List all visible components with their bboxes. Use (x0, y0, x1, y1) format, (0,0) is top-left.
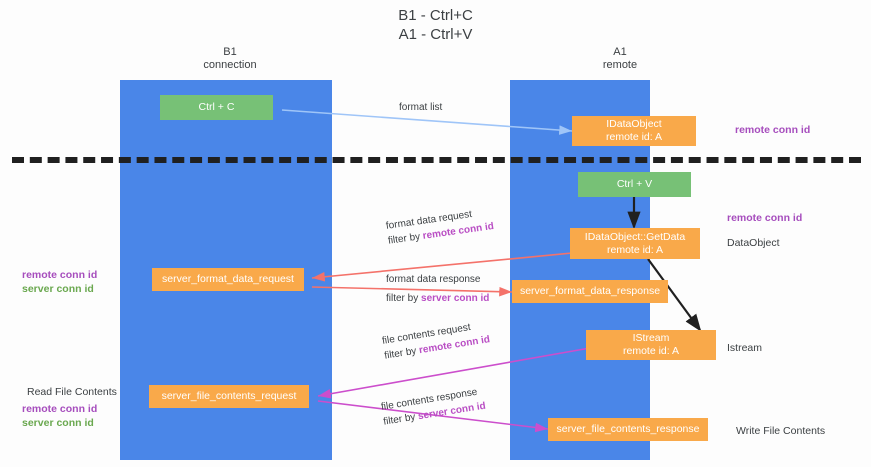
label-file-contents-response: file contents response filter by server … (380, 384, 487, 430)
label-format-list-text: format list (399, 102, 443, 113)
box-istream-line1: IStream (632, 332, 670, 344)
annotation-right-write-file-contents: Write File Contents (736, 424, 825, 438)
box-istream-line2: remote id: A (622, 345, 680, 357)
annotation-text: remote conn id (727, 212, 803, 224)
box-idataobject-line2: remote id: A (605, 131, 663, 143)
box-ctrl-v-label: Ctrl + V (616, 178, 653, 190)
box-server-format-data-request-label: server_format_data_request (162, 273, 294, 285)
filter-prefix: filter by (383, 345, 420, 362)
box-server-file-contents-response[interactable]: server_file_contents_response (548, 418, 708, 441)
annotation-remote-conn-id: remote conn id (22, 269, 98, 281)
filter-prefix: filter by (387, 230, 424, 247)
annotation-right-dataobject: DataObject (727, 236, 780, 250)
box-idataobject[interactable]: IDataObject remote id: A (572, 116, 696, 146)
phase-divider (12, 157, 861, 163)
box-ctrl-c-label: Ctrl + C (198, 101, 235, 113)
box-server-file-contents-request[interactable]: server_file_contents_request (149, 385, 309, 408)
title-line-2: A1 - Ctrl+V (398, 26, 473, 43)
box-istream[interactable]: IStream remote id: A (586, 330, 716, 360)
box-server-file-contents-response-label: server_file_contents_response (556, 423, 700, 435)
filter-key-server-conn-id: server conn id (421, 293, 490, 304)
box-getdata-line2: remote id: A (606, 243, 664, 256)
box-server-format-data-request[interactable]: server_format_data_request (152, 268, 304, 291)
annotation-text: DataObject (727, 237, 780, 249)
annotation-server-conn-id: server conn id (22, 417, 94, 429)
annotation-right-remote-conn-id-top: remote conn id (735, 123, 810, 137)
label-format-data-response-filter: filter by server conn id (386, 291, 489, 306)
annotation-left-read-file-contents: Read File Contents (27, 385, 117, 399)
box-server-format-data-response[interactable]: server_format_data_response (512, 280, 668, 303)
column-a1-sub: remote (602, 59, 638, 71)
column-b1-sub: connection (203, 59, 257, 71)
box-server-format-data-response-label: server_format_data_response (519, 285, 661, 297)
annotation-text: Write File Contents (736, 425, 826, 437)
box-getdata[interactable]: IDataObject::GetData remote id: A (570, 228, 700, 259)
annotation-text: remote conn id (735, 124, 811, 136)
label-format-data-request: format data request filter by remote con… (385, 204, 495, 249)
annotation-remote-conn-id: remote conn id (22, 403, 98, 415)
box-ctrl-v[interactable]: Ctrl + V (578, 172, 691, 197)
column-b1-name: B1 (223, 46, 237, 58)
box-ctrl-c[interactable]: Ctrl + C (160, 95, 273, 120)
annotation-left-conn-ids-bottom: remote conn id server conn id (22, 402, 97, 430)
box-getdata-line1: IDataObject::GetData (584, 230, 686, 243)
annotation-text: Read File Contents (27, 386, 117, 398)
title-line-1: B1 - Ctrl+C (398, 7, 473, 24)
box-idataobject-line1: IDataObject (606, 118, 662, 130)
label-format-data-response: format data response filter by server co… (386, 272, 489, 306)
column-header-a1: A1 remote (510, 46, 730, 72)
box-server-file-contents-request-label: server_file_contents_request (161, 390, 297, 402)
label-format-list: format list (399, 100, 442, 115)
column-header-b1: B1 connection (120, 46, 340, 72)
annotation-text: Istream (727, 342, 763, 354)
annotation-left-conn-ids-top: remote conn id server conn id (22, 268, 97, 296)
annotation-server-conn-id: server conn id (22, 283, 94, 295)
annotation-right-istream: Istream (727, 341, 762, 355)
page-title: B1 - Ctrl+C A1 - Ctrl+V (0, 6, 871, 44)
filter-prefix: filter by (386, 293, 422, 304)
column-a1-name: A1 (613, 46, 627, 58)
label-format-data-response-text: format data response (386, 274, 481, 285)
label-file-contents-request: file contents request filter by remote c… (381, 317, 491, 363)
filter-prefix: filter by (382, 411, 419, 428)
annotation-right-remote-conn-id-mid: remote conn id (727, 211, 802, 225)
